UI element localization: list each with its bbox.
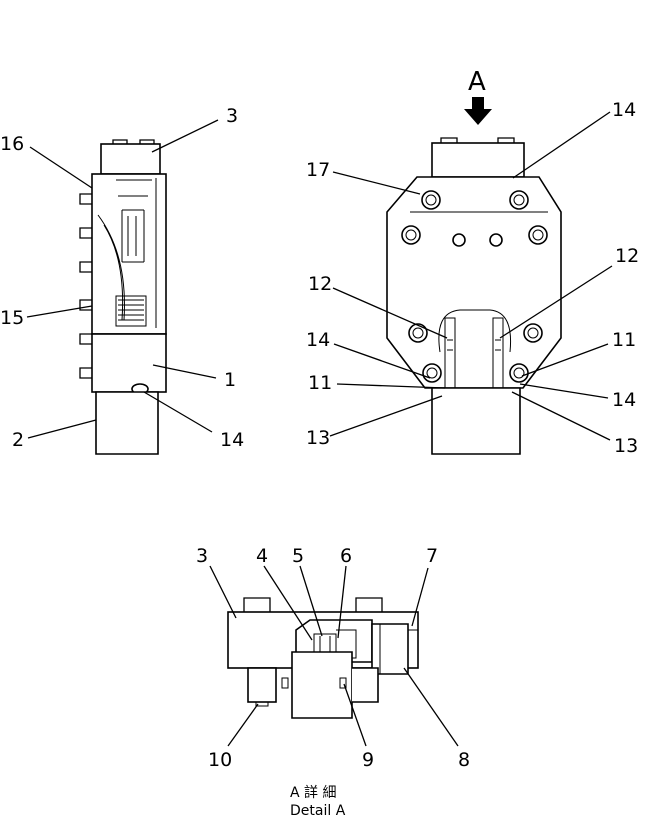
label-d3: 3: [196, 545, 208, 567]
label-14-right: 14: [612, 389, 636, 411]
label-16: 16: [0, 133, 24, 155]
lower-block-front: [431, 387, 521, 455]
label-11-left: 11: [308, 372, 332, 394]
label-13-left: 13: [306, 427, 330, 449]
label-d5: 5: [292, 545, 304, 567]
label-d7: 7: [426, 545, 438, 567]
detail-lower-body: [291, 651, 353, 719]
detail-a-view: 3 4 5 6 7 8 9 10 A 詳 細 Detail A: [196, 545, 470, 817]
valve-body-front: [386, 176, 562, 389]
detail-caption-en: Detail A: [290, 803, 346, 817]
label-d4: 4: [256, 545, 268, 567]
view-arrow-icon: [464, 97, 492, 125]
label-14-top: 14: [612, 99, 636, 121]
front-view: A: [306, 67, 639, 457]
label-15: 15: [0, 307, 24, 329]
side-view: 3 16 15 1 2 14: [0, 105, 244, 455]
label-d9: 9: [362, 749, 374, 771]
top-cap-front: [431, 142, 525, 178]
valve-body-1: [91, 333, 167, 393]
label-17: 17: [306, 159, 330, 181]
lower-block-2: [95, 391, 159, 455]
label-3: 3: [226, 105, 238, 127]
label-d10: 10: [208, 749, 232, 771]
detail-caption-jp: A 詳 細: [290, 785, 336, 801]
valve-body-upper: [91, 173, 167, 335]
plug-8: [371, 623, 409, 675]
bolts: [401, 190, 548, 383]
label-12-left: 12: [308, 273, 332, 295]
label-1: 1: [224, 369, 236, 391]
label-14-side: 14: [220, 429, 244, 451]
label-12-right: 12: [615, 245, 639, 267]
label-d8: 8: [458, 749, 470, 771]
top-cap: [100, 143, 161, 175]
label-11-right: 11: [612, 329, 636, 351]
fitting-10: [247, 667, 277, 703]
label-d6: 6: [340, 545, 352, 567]
label-13-right: 13: [614, 435, 638, 457]
view-a-marker: A: [468, 67, 486, 97]
label-14-left: 14: [306, 329, 330, 351]
label-2: 2: [12, 429, 24, 451]
